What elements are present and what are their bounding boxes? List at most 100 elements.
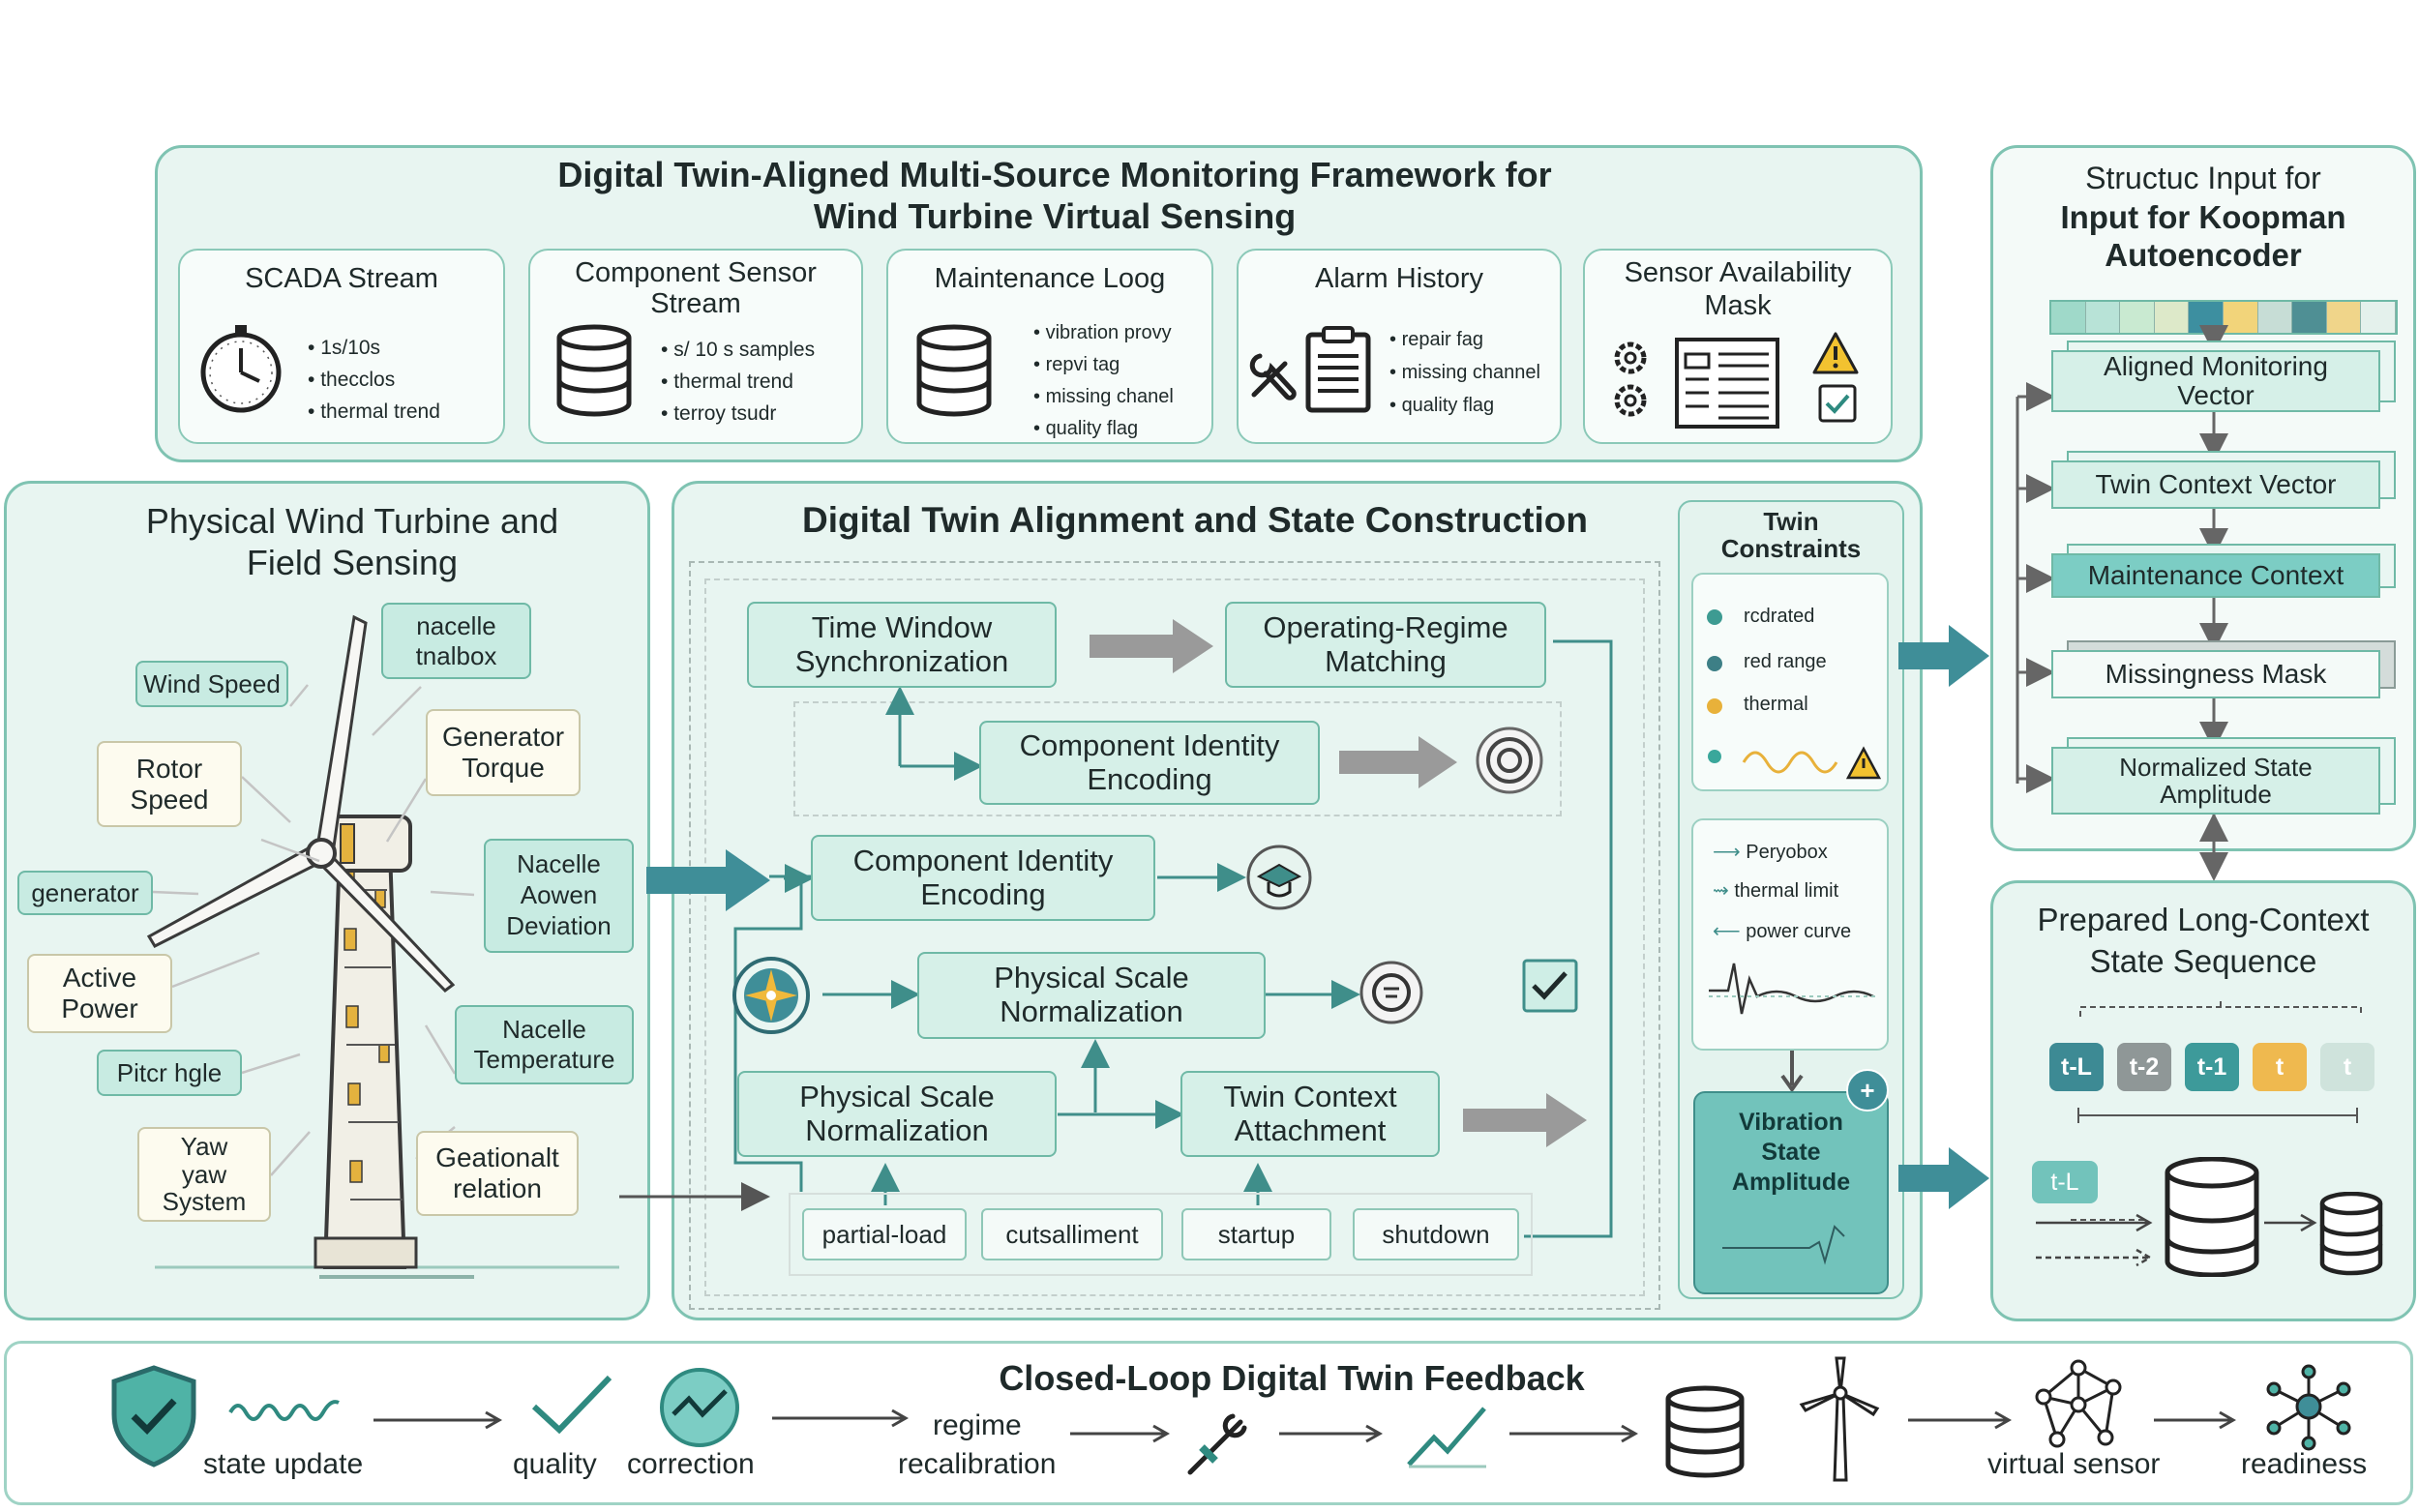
framework-title-line1: Digital Twin-Aligned Multi-Source Monito… xyxy=(557,155,1552,194)
correction-label: correction xyxy=(627,1448,755,1480)
down-arrow xyxy=(1780,1051,1804,1093)
geational-relation-label: Geationalt relation xyxy=(416,1131,579,1216)
feature-cell xyxy=(2223,302,2258,333)
time-window-sync-box: Time Window Synchronization xyxy=(747,602,1057,688)
dashed-region-inner xyxy=(704,578,1645,1296)
component-sensor-items: s/ 10 s samples thermal trend terroy tsu… xyxy=(661,334,815,430)
feature-strip xyxy=(2049,300,2398,335)
gray-arrow xyxy=(1339,736,1457,788)
flow-arrow xyxy=(646,849,770,911)
yaw-system-label: Yaw yaw System xyxy=(137,1127,271,1222)
pitch-angle-label: Pitcr hgle xyxy=(97,1050,242,1096)
quality-label: quality xyxy=(513,1448,597,1480)
readiness-label: readiness xyxy=(2241,1448,2368,1480)
list-item: missing channel xyxy=(1389,356,1540,389)
nacelle-deviation-label: Nacelle Aowen Deviation xyxy=(484,839,634,953)
trend-icon xyxy=(1407,1407,1486,1468)
list-item: thecclos xyxy=(308,364,440,396)
framework-title-line2: Wind Turbine Virtual Sensing xyxy=(813,196,1297,236)
gauge-icon xyxy=(1359,961,1423,1024)
hat-icon xyxy=(1246,845,1312,910)
twin-context-vector-layer: Twin Context Vector xyxy=(2051,460,2380,509)
feature-cell xyxy=(2257,302,2293,333)
regime-label-line1: regime xyxy=(933,1409,1022,1441)
feature-cell xyxy=(2120,302,2155,333)
oscillation-icon xyxy=(1742,746,1882,780)
sequence-brackets xyxy=(2071,1001,2362,1221)
gears-icon xyxy=(1614,341,1647,417)
label-connectors xyxy=(152,684,475,1176)
shield-check-icon xyxy=(111,1365,196,1468)
twin-constraints-title-line2: Constraints xyxy=(1720,534,1862,563)
sequence-token: t-L xyxy=(2049,1043,2104,1091)
wind-speed-label: Wind Speed xyxy=(135,661,288,707)
operating-regime-box: Operating-Regime Matching xyxy=(1225,602,1546,688)
arrow-icon xyxy=(373,1410,503,1430)
vibration-state-label: Vibration State Amplitude xyxy=(1731,1109,1851,1196)
list-item: quality flag xyxy=(1389,389,1540,422)
flow-arrow xyxy=(1898,1147,1989,1209)
maintenance-log-title: Maintenance Loog xyxy=(934,263,1166,294)
check-icon xyxy=(1522,959,1578,1013)
constraint-item: thermal xyxy=(1744,694,1808,715)
database-icon xyxy=(1665,1385,1745,1478)
arrow-icon xyxy=(1509,1424,1639,1443)
clock-icon xyxy=(200,325,282,413)
component-sensor-title-line2: Stream xyxy=(650,288,741,319)
correction-icon xyxy=(660,1368,739,1447)
sequence-title-line1: Prepared Long-Context xyxy=(2037,902,2370,937)
feature-cell xyxy=(2085,302,2121,333)
database-icon xyxy=(916,324,992,417)
nacelle-tnalbox-label: nacelle tnalbox xyxy=(381,603,531,679)
list-item: 1s/10s xyxy=(308,332,440,364)
structured-title-line3: Autoencoder xyxy=(2105,237,2302,273)
database-icon xyxy=(556,324,632,417)
clipboard-icon xyxy=(1305,326,1371,413)
twin-constraints-title-line1: Twin xyxy=(1763,507,1819,536)
add-button[interactable]: + xyxy=(1846,1069,1889,1112)
wrench-pen-icon xyxy=(1187,1413,1247,1475)
component-identity-box-2: Component Identity Encoding xyxy=(811,835,1155,921)
feature-cell xyxy=(2051,302,2086,333)
rotor-speed-label: Rotor Speed xyxy=(97,741,242,827)
database-icon xyxy=(2319,1192,2383,1276)
sequence-token: t-2 xyxy=(2117,1043,2171,1091)
list-item: vibration provy xyxy=(1033,317,1174,349)
regime-tags-frame xyxy=(789,1193,1533,1276)
component-identity-box: Component Identity Encoding xyxy=(979,721,1320,805)
target-icon xyxy=(1476,726,1543,794)
arrow-icon xyxy=(1908,1410,2013,1430)
sensor-availability-title-line2: Mask xyxy=(1704,290,1772,321)
legend-item: ⟵ power curve xyxy=(1713,921,1852,942)
list-item: repair fag xyxy=(1389,323,1540,356)
constraints-list-card xyxy=(1691,573,1889,791)
readiness-network-icon xyxy=(2266,1364,2351,1451)
structured-title-line2: Input for Koopman xyxy=(2060,199,2346,235)
alarm-history-items: repair fag missing channel quality flag xyxy=(1389,323,1540,422)
virtual-sensor-label: virtual sensor xyxy=(1987,1448,2161,1480)
wave-icon xyxy=(228,1400,340,1421)
missingness-mask-layer: Missingness Mask xyxy=(2051,650,2380,698)
regime-label-line2: recalibration xyxy=(898,1448,1057,1480)
warning-icon xyxy=(1812,332,1859,374)
alarm-history-title: Alarm History xyxy=(1314,263,1483,294)
gray-arrow xyxy=(1463,1093,1587,1147)
checkbox-icon xyxy=(1818,384,1857,423)
twin-context-box: Twin Context Attachment xyxy=(1180,1071,1440,1157)
constraint-item: rcdrated xyxy=(1744,606,1815,627)
nacelle-temperature-label: Nacelle Temperature xyxy=(455,1005,634,1084)
constraint-dots xyxy=(1707,609,1722,763)
physical-title-line1: Physical Wind Turbine and xyxy=(145,501,559,541)
list-item: quality flag xyxy=(1033,413,1174,445)
physical-scale-box: Physical Scale Normalization xyxy=(917,952,1266,1039)
wind-turbine-illustration xyxy=(146,614,619,1279)
sequence-token: t xyxy=(2320,1043,2374,1091)
sequence-title-line2: State Sequence xyxy=(2089,943,2317,979)
feature-cell xyxy=(2292,302,2327,333)
database-icon xyxy=(2165,1157,2259,1277)
feature-cell xyxy=(2326,302,2362,333)
list-item: repvi tag xyxy=(1033,349,1174,381)
arrow-icon xyxy=(1279,1424,1384,1443)
aligned-monitoring-vector-layer: Aligned Monitoring Vector xyxy=(2051,350,2380,412)
wind-turbine-icon xyxy=(1799,1356,1880,1482)
